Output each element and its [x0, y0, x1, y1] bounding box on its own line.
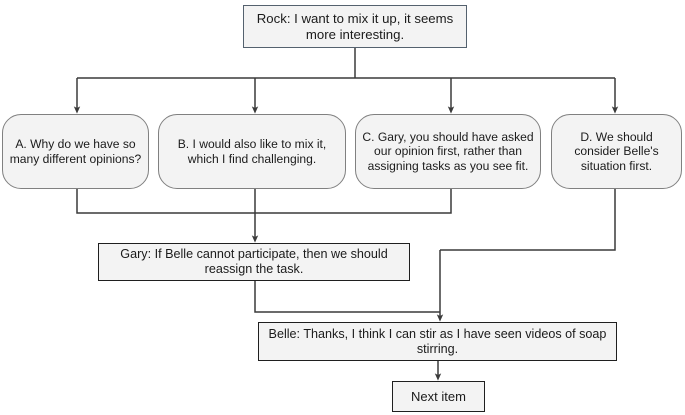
node-option-a[interactable]: A. Why do we have so many different opin…: [2, 114, 149, 189]
node-option-d[interactable]: D. We should consider Belle's situation …: [551, 114, 682, 189]
node-option-c[interactable]: C. Gary, you should have asked our opini…: [355, 114, 541, 189]
node-belle-reply-text: Belle: Thanks, I think I can stir as I h…: [268, 326, 607, 356]
node-next-item[interactable]: Next item: [392, 381, 485, 412]
node-gary-reply[interactable]: Gary: If Belle cannot participate, then …: [98, 243, 410, 281]
node-option-b-text: B. I would also like to mix it, which I …: [177, 137, 327, 166]
edge-option-c-to-gary: [255, 189, 452, 214]
node-gary-reply-text: Gary: If Belle cannot participate, then …: [120, 247, 388, 276]
node-root-text: Rock: I want to mix it up, it seems more…: [256, 10, 454, 42]
node-option-a-text: A. Why do we have so many different opin…: [9, 137, 142, 166]
node-option-c-text: C. Gary, you should have asked our opini…: [362, 130, 534, 173]
node-option-b[interactable]: B. I would also like to mix it, which I …: [158, 114, 346, 189]
edge-option-a-to-gary: [76, 189, 255, 214]
node-root-statement[interactable]: Rock: I want to mix it up, it seems more…: [243, 5, 467, 48]
edge-option-d-to-belle: [440, 189, 616, 251]
node-belle-reply[interactable]: Belle: Thanks, I think I can stir as I h…: [258, 322, 617, 361]
node-next-item-text: Next item: [411, 388, 466, 404]
edge-gary-to-belle: [254, 281, 440, 313]
node-option-d-text: D. We should consider Belle's situation …: [574, 130, 659, 173]
